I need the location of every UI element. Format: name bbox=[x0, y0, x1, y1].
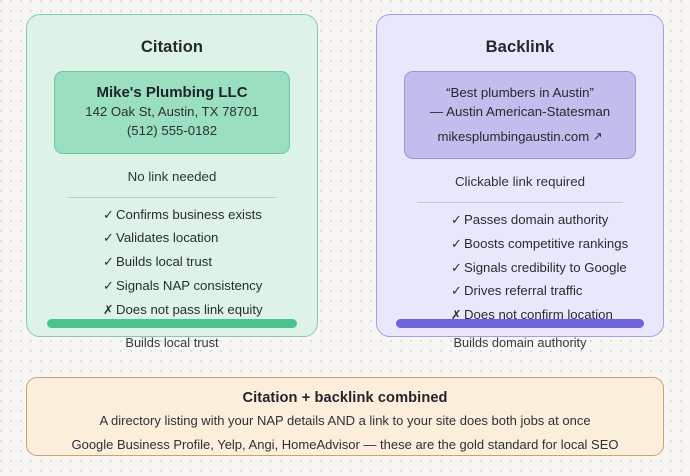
citation-nap-sample: Mike's Plumbing LLC 142 Oak St, Austin, … bbox=[54, 71, 290, 154]
citation-business-phone: (512) 555-0182 bbox=[126, 122, 218, 138]
list-item: ✓Signals credibility to Google bbox=[451, 261, 663, 285]
citation-strength-label: Builds local trust bbox=[125, 335, 219, 350]
card-backlink: Backlink “Best plumbers in Austin” — Aus… bbox=[376, 14, 664, 350]
list-item: ✓Validates location bbox=[103, 231, 317, 255]
list-item-label: Drives referral traffic bbox=[464, 283, 583, 299]
check-icon: ✓ bbox=[451, 259, 462, 275]
check-icon: ✓ bbox=[103, 230, 114, 246]
check-icon: ✓ bbox=[103, 277, 114, 293]
list-item: ✓Drives referral traffic bbox=[451, 284, 663, 308]
backlink-divider bbox=[417, 202, 623, 204]
citation-requirement: No link needed bbox=[127, 168, 217, 184]
list-item-label: Validates location bbox=[116, 230, 219, 246]
check-icon: ✓ bbox=[451, 235, 462, 251]
list-item: ✓Builds local trust bbox=[103, 255, 317, 279]
citation-strength-bar bbox=[47, 319, 297, 328]
backlink-quote: “Best plumbers in Austin” bbox=[446, 85, 594, 100]
check-icon: ✓ bbox=[451, 283, 462, 299]
cross-icon: ✗ bbox=[451, 308, 462, 323]
backlink-strength-label: Builds domain authority bbox=[453, 335, 587, 350]
citation-benefit-list: ✓Confirms business exists ✓Validates loc… bbox=[27, 208, 317, 327]
card-citation-title: Citation bbox=[140, 38, 204, 56]
combined-banner-title: Citation + backlink combined bbox=[242, 390, 448, 406]
check-icon: ✓ bbox=[103, 254, 114, 270]
list-item-label: Signals NAP consistency bbox=[116, 277, 263, 293]
list-item: ✓Signals NAP consistency bbox=[103, 279, 317, 303]
backlink-link-sample: “Best plumbers in Austin” — Austin Ameri… bbox=[404, 71, 636, 160]
backlink-url[interactable]: mikesplumbingaustin.com ↗ bbox=[415, 127, 625, 147]
list-item-label: Does not confirm location bbox=[464, 307, 613, 323]
citation-business-address: 142 Oak St, Austin, TX 78701 bbox=[85, 104, 259, 120]
cross-icon: ✗ bbox=[103, 302, 114, 317]
list-item-label: Boosts competitive rankings bbox=[464, 235, 629, 251]
external-link-arrow-icon: ↗ bbox=[592, 130, 603, 143]
backlink-url-text: mikesplumbingaustin.com bbox=[437, 128, 590, 144]
citation-strength-indicator: Builds local trust bbox=[27, 319, 317, 350]
backlink-requirement: Clickable link required bbox=[454, 174, 586, 190]
backlink-benefit-list: ✓Passes domain authority ✓Boosts competi… bbox=[377, 213, 663, 332]
card-citation: Citation Mike's Plumbing LLC 142 Oak St,… bbox=[26, 14, 318, 350]
backlink-strength-indicator: Builds domain authority bbox=[377, 319, 663, 350]
list-item-label: Passes domain authority bbox=[464, 212, 609, 228]
list-item-label: Confirms business exists bbox=[116, 206, 262, 222]
combined-banner-line-1: A directory listing with your NAP detail… bbox=[99, 413, 591, 428]
list-item: ✗Does not pass link equity bbox=[103, 301, 317, 327]
check-icon: ✓ bbox=[103, 206, 114, 222]
list-item-label: Does not pass link equity bbox=[116, 301, 263, 317]
list-item: ✗Does not confirm location bbox=[451, 308, 663, 332]
list-item-label: Builds local trust bbox=[116, 254, 213, 270]
combined-banner: Citation + backlink combined A directory… bbox=[26, 377, 664, 456]
citation-divider bbox=[68, 196, 276, 198]
backlink-strength-bar bbox=[396, 319, 644, 328]
list-item: ✓Passes domain authority bbox=[451, 213, 663, 237]
list-item: ✓Confirms business exists bbox=[103, 208, 317, 232]
list-item-label: Signals credibility to Google bbox=[464, 259, 627, 275]
combined-banner-line-2: Google Business Profile, Yelp, Angi, Hom… bbox=[71, 436, 619, 452]
list-item: ✓Boosts competitive rankings bbox=[451, 237, 663, 261]
citation-business-name: Mike's Plumbing LLC bbox=[96, 84, 248, 101]
check-icon: ✓ bbox=[451, 212, 462, 228]
card-backlink-title: Backlink bbox=[485, 38, 555, 56]
backlink-attribution: — Austin American-Statesman bbox=[429, 104, 611, 120]
